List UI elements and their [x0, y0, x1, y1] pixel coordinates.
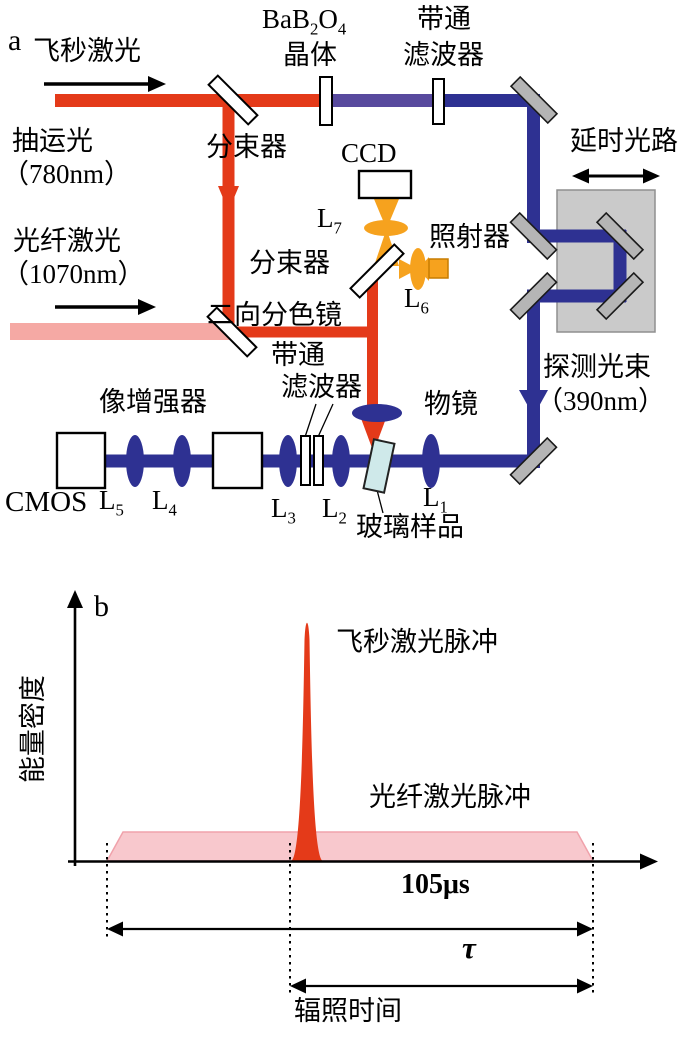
y-axis-arrowhead: [67, 590, 83, 608]
fiber-laser-arrow: [55, 299, 156, 315]
x-axis-label: 辐照时间: [294, 996, 402, 1026]
sample-label: 玻璃样品: [356, 512, 464, 542]
l1-sub: 1: [439, 497, 448, 517]
bbo-label-line2: 晶体: [283, 40, 337, 70]
pump-beam-red: [55, 94, 388, 452]
mirror-top-right: [509, 75, 559, 125]
panel-b-tag: b: [94, 590, 109, 623]
duration-label: 105μs: [401, 869, 470, 900]
mirror-delay-top: [595, 211, 645, 261]
bandpass-top-label-line2: 滤波器: [403, 40, 484, 70]
fiber-pulse-label: 光纤激光脉冲: [369, 782, 531, 812]
pump-label-line2: （780nm）: [2, 159, 132, 189]
fiber-beam-pink: [10, 323, 233, 340]
bandpass-filter-plate-1: [300, 435, 311, 486]
bandpass-mid-label-line2: 滤波器: [281, 372, 362, 402]
lens-l5: [126, 435, 144, 487]
l3-text: L: [271, 493, 288, 523]
bandpass-leader-2: [317, 403, 334, 438]
lens-l3: [279, 435, 297, 487]
pump-label-line1: 抽运光: [12, 126, 93, 156]
bandpass-leader-1: [304, 403, 317, 438]
l7-text: L: [317, 203, 334, 233]
tau-dim-arrow: [290, 978, 593, 994]
intensifier-label: 像增强器: [99, 387, 207, 417]
pulse-plot: [67, 590, 658, 994]
beamsplitter-1: [207, 74, 259, 126]
bbo-sub2: 4: [337, 19, 347, 39]
bbo-crystal: [319, 76, 333, 126]
bbo-sub1: 2: [310, 19, 319, 39]
bandpass-mid-label-line1: 带通: [271, 340, 325, 370]
y-axis-label: 能量密度: [17, 675, 48, 784]
fs-pulse-spike: [291, 622, 323, 861]
fiber-pulse-shape: [105, 831, 595, 862]
illuminator-box: [428, 258, 449, 279]
panel-a-tag: a: [8, 24, 22, 57]
delay-label: 延时光路: [570, 126, 678, 156]
lens-l7: [364, 220, 408, 236]
bandpass-top-label-line1: 带通: [417, 4, 471, 34]
objective-label: 物镜: [424, 389, 478, 419]
l2-text: L: [322, 493, 339, 523]
intensifier-box: [211, 431, 264, 490]
ccd-label: CCD: [341, 138, 397, 168]
fiber-label-line1: 光纤激光: [13, 226, 121, 256]
delay-translation-arrow: [572, 168, 660, 184]
lens-l2: [332, 435, 350, 487]
glass-sample: [362, 438, 396, 494]
lens-l1-label: L1: [423, 482, 448, 515]
shg-beam-purple: [332, 94, 440, 107]
lens-l4-label: L4: [152, 485, 177, 518]
l5-sub: 5: [115, 500, 124, 520]
lens-l4: [173, 435, 191, 487]
l7-sub: 7: [333, 218, 342, 238]
lens-l1: [422, 434, 440, 488]
mirror-delay-out: [509, 271, 558, 321]
fs-pulse-label: 飞秒激光脉冲: [336, 627, 498, 657]
bbo-pre: BaB: [262, 4, 311, 34]
l6-sub: 6: [420, 298, 429, 318]
objective-lens: [352, 404, 402, 422]
x-axis-arrowhead: [640, 853, 658, 870]
beamsplitter2-label: 分束器: [249, 248, 330, 278]
mirror-delay-bottom: [595, 271, 645, 321]
duration-dim-arrow: [107, 921, 593, 937]
l4-sub: 4: [168, 500, 177, 520]
dichroic-label: 二向分色镜: [207, 300, 342, 330]
probe-label-line2: （390nm）: [536, 386, 666, 416]
fs-laser-arrow: [44, 76, 166, 92]
beamsplitter-2: [349, 243, 405, 299]
bbo-label-line1: BaB2O4: [262, 4, 346, 37]
lens-l3-label: L3: [271, 493, 296, 526]
bandpass-filter-plate-2: [313, 435, 324, 486]
l1-text: L: [423, 482, 440, 512]
lens-l7-label: L7: [317, 203, 342, 236]
lens-l5-label: L5: [99, 485, 124, 518]
bbo-mid: O: [318, 4, 338, 34]
l4-text: L: [152, 485, 169, 515]
probe-label-line1: 探测光束: [543, 352, 651, 382]
mirror-bottom-right: [509, 436, 558, 486]
fs-laser-label: 飞秒激光: [33, 36, 141, 66]
l5-text: L: [99, 485, 116, 515]
l6-text: L: [404, 283, 421, 313]
lens-l6: [410, 248, 426, 290]
lens-l6-label: L6: [404, 283, 429, 316]
sample-leader: [376, 489, 384, 514]
tau-label: τ: [462, 930, 476, 965]
fiber-label-line2: （1070nm）: [2, 259, 145, 289]
bandpass-filter-top: [432, 78, 445, 125]
beamsplitter1-label: 分束器: [206, 132, 287, 162]
l2-sub: 2: [338, 508, 347, 528]
l3-sub: 3: [287, 508, 296, 528]
dichroic-mirror: [206, 306, 258, 358]
illuminator-label: 照射器: [429, 222, 510, 252]
ccd-box: [357, 169, 413, 200]
mirror-delay-in: [509, 211, 558, 261]
cmos-box: [55, 431, 107, 490]
lens-l2-label: L2: [322, 493, 347, 526]
cmos-label: CMOS: [5, 486, 88, 518]
